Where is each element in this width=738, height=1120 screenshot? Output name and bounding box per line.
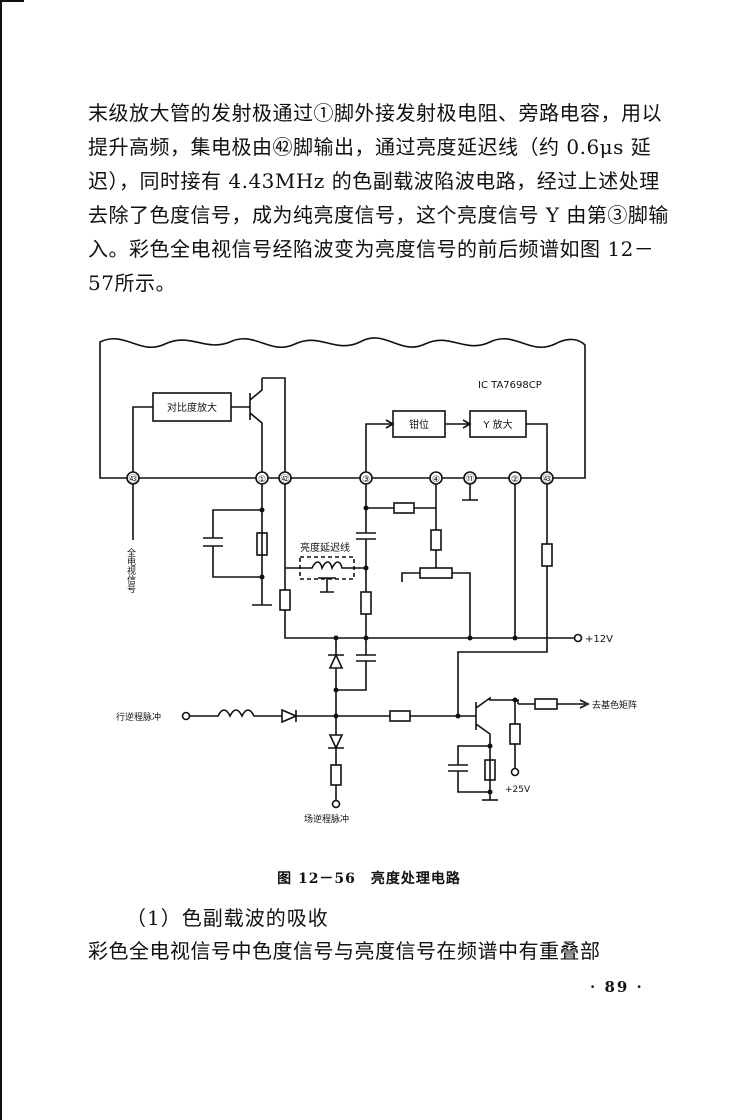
pin-label: ㊸ (128, 474, 137, 485)
pin-label: ② (511, 475, 519, 485)
label-v-flyback: 场逆程脉冲 (304, 813, 349, 825)
resistor-r6 (389, 710, 411, 722)
pin-label: ⑪ (465, 474, 474, 485)
label-supply-12v: +12V (585, 634, 613, 645)
page-edge-line (0, 0, 2, 1120)
resistor-r4 (430, 529, 442, 551)
body-paragraph-1: 末级放大管的发射极通过①脚外接发射极电阻、旁路电容，用以提升高频，集电极由㊷脚输… (88, 101, 669, 295)
resistor-r2 (360, 591, 372, 615)
pin-label: ③ (362, 475, 370, 485)
pin-label: ④ (432, 475, 440, 485)
block-contrast-amp-label: 对比度放大 (167, 401, 217, 414)
page-corner-mark (0, 0, 24, 2)
pin-label: ㊷ (280, 474, 289, 485)
resistor-r1 (279, 589, 291, 611)
junction-dots (259, 505, 518, 795)
label-input-signal: 全电视信号 (125, 547, 136, 594)
body-paragraph-2: 彩色全电视信号中色度信号与亮度信号在频谱中有重叠部 (88, 939, 601, 963)
ic-outline (99, 337, 586, 479)
label-h-flyback: 行逆程脉冲 (116, 711, 161, 723)
resistor-r9 (509, 723, 521, 745)
label-delay-line: 亮度延迟线 (300, 541, 350, 554)
resistor-r5 (541, 543, 553, 567)
label-to-matrix: 去基色矩阵 (592, 699, 637, 711)
resistor-r3 (393, 502, 415, 514)
pin-label: ① (258, 475, 266, 485)
block-y-amp-label: Y 放大 (482, 418, 512, 431)
page-number: · 89 · (590, 978, 644, 996)
pin-label: ㊸ (542, 474, 551, 485)
resistor-r7 (330, 764, 342, 786)
potentiometer (419, 567, 453, 579)
ic-label: IC TA7698CP (478, 380, 542, 391)
section-heading: （1）色副载波的吸收 (126, 906, 329, 930)
resistor-r8 (534, 698, 558, 710)
figure-caption: 图 12－56 亮度处理电路 (277, 871, 461, 887)
label-supply-25v: +25V (505, 785, 531, 795)
block-clamp-label: 钳位 (409, 418, 429, 431)
ic-pins (126, 471, 554, 485)
resistor-emitter (256, 532, 268, 556)
resistor-r10 (484, 759, 496, 781)
luminance-circuit-diagram: IC TA7698CP 对比度放大 钳位 Y 放大 全电视 (99, 337, 637, 825)
